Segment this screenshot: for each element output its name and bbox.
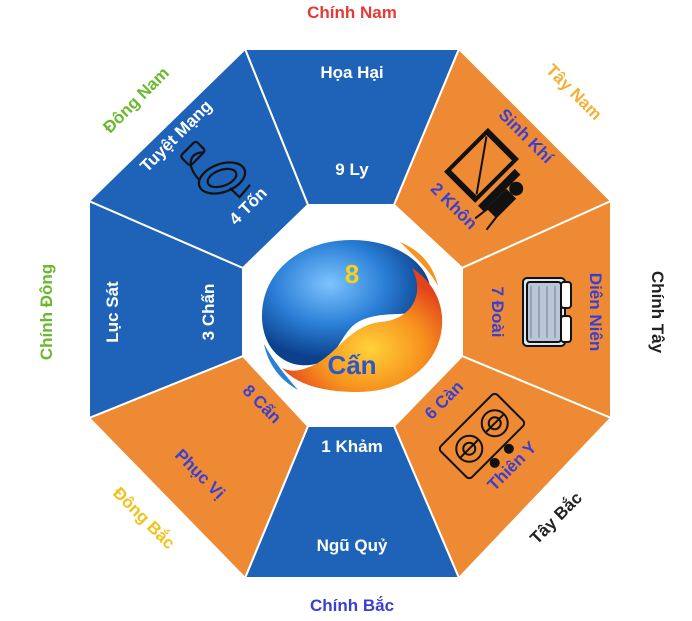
star-left: Lục Sát <box>103 281 122 343</box>
star-bottom: Ngũ Quỷ <box>317 536 388 555</box>
gua-right: 7 Đoài <box>488 286 507 337</box>
star-top: Họa Hại <box>320 63 383 82</box>
direction-top-left: Đông Nam <box>99 63 173 137</box>
star-right: Diên Niên <box>586 273 605 351</box>
direction-bottom: Chính Bắc <box>310 596 394 615</box>
center-name: Cấn <box>327 350 376 380</box>
gua-bottom: 1 Khảm <box>321 437 382 456</box>
direction-top: Chính Nam <box>307 3 397 22</box>
bed-icon <box>523 278 571 346</box>
direction-left: Chính Đông <box>37 264 56 360</box>
center-number: 8 <box>345 259 359 289</box>
direction-right: Chính Tây <box>648 271 667 354</box>
direction-top-right: Tây Nam <box>542 60 606 124</box>
gua-top: 9 Ly <box>335 160 369 179</box>
gua-left: 3 Chấn <box>199 284 218 341</box>
